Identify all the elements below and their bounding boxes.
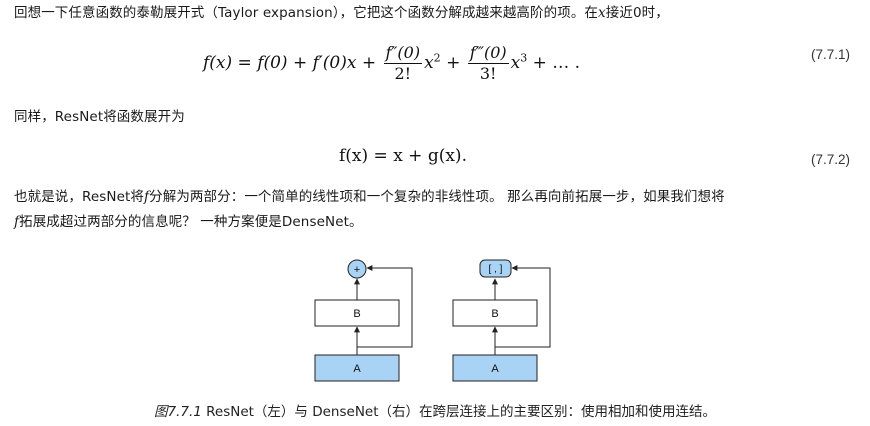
paragraph-densenet-line1: 也就是说，ResNet将f分解为两部分：一个简单的线性项和一个复杂的非线性项。 … — [14, 186, 725, 208]
equation-number-2: (7.7.2) — [810, 152, 850, 167]
math-f: f — [144, 189, 150, 205]
densenet-block-b — [452, 299, 538, 327]
resnet-diagram: A B + — [314, 259, 413, 382]
densenet-concat-node — [479, 259, 512, 278]
fraction-second-derivative: f″(0) 2! — [383, 43, 423, 84]
resnet-skip-connection — [357, 265, 413, 348]
densenet-diagram: A B [ , ] — [452, 259, 551, 382]
resnet-block-b — [314, 299, 400, 327]
resnet-add-symbol: + — [354, 264, 360, 276]
resnet-block-b-label: B — [353, 308, 360, 320]
resnet-block-a-label: A — [353, 363, 361, 375]
resnet-densenet-figure: A B + A B [ , ] — [314, 259, 551, 382]
paragraph-resnet: 同样，ResNet将函数展开为 — [14, 109, 185, 125]
fraction-third-derivative-den: 3! — [479, 64, 497, 83]
resnet-add-node — [347, 259, 367, 279]
equation-taylor: f(x) = f(0) + f′(0)x + f″(0) 2! x2 + f‴(… — [203, 43, 580, 91]
paragraph-densenet-line2: f拓展成超过两部分的信息呢？ 一种方案便是DenseNet。 — [14, 211, 363, 233]
fraction-second-derivative-num: f″(0) — [383, 43, 423, 64]
paragraph-taylor: 回想一下任意函数的泰勒展开式（Taylor expansion），它把这个函数分… — [14, 2, 669, 24]
exponent-3: 3 — [520, 51, 528, 65]
fraction-second-derivative-den: 2! — [394, 64, 412, 83]
densenet-block-a-label: A — [491, 363, 499, 375]
plus-sign: + — [446, 53, 461, 73]
equation-number-1: (7.7.1) — [810, 47, 850, 62]
math-x: x — [598, 5, 606, 21]
equation-taylor-tail: + … . — [532, 53, 581, 73]
paragraph-taylor-text: 回想一下任意函数的泰勒展开式（Taylor expansion），它把这个函数分… — [14, 5, 599, 21]
equation-taylor-lhs: f(x) = f(0) + f′(0)x + — [203, 53, 377, 73]
term-x2: x — [424, 53, 434, 73]
paragraph-densenet-text3: 拓展成超过两部分的信息呢？ 一种方案便是DenseNet。 — [19, 214, 363, 230]
fraction-third-derivative: f‴(0) 3! — [467, 43, 509, 84]
figure-caption: 图7.7.1 ResNet（左）与 DenseNet（右）在跨层连接上的主要区别… — [0, 400, 870, 420]
densenet-block-b-label: B — [491, 308, 498, 320]
math-f-2: f — [14, 214, 20, 230]
fraction-third-derivative-num: f‴(0) — [467, 43, 509, 64]
figure-caption-text: ResNet（左）与 DenseNet（右）在跨层连接上的主要区别：使用相加和使… — [201, 404, 717, 420]
paragraph-densenet-text2: 分解为两部分：一个简单的线性项和一个复杂的非线性项。 那么再向前拓展一步，如果我… — [149, 189, 725, 205]
exponent-2: 2 — [433, 51, 441, 65]
densenet-concat-symbol: [ , ] — [489, 264, 503, 275]
paragraph-taylor-tail: 接近0时， — [605, 5, 669, 21]
figure-number: 图7.7.1 — [153, 404, 202, 420]
equation-resnet: f(x) = x + g(x). — [339, 146, 467, 166]
densenet-skip-connection — [495, 265, 551, 348]
term-x3: x — [510, 53, 521, 73]
paragraph-densenet-text1: 也就是说，ResNet将 — [14, 189, 145, 205]
densenet-block-a — [452, 354, 538, 382]
